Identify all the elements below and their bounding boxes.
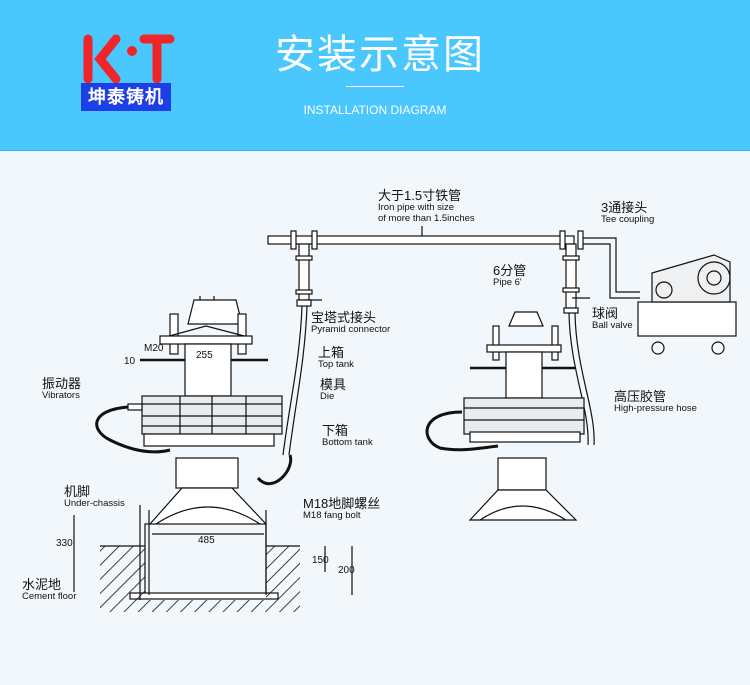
label-bottom-tank: 下箱 Bottom tank bbox=[322, 423, 373, 448]
right-drop-pipe bbox=[562, 243, 595, 446]
dim-pit-depth: 200 bbox=[338, 565, 355, 576]
header-banner: 坤泰铸机 安装示意图 INSTALLATION DIAGRAM bbox=[0, 0, 750, 151]
dim-plate-thickness: 10 bbox=[124, 356, 136, 367]
label-pyramid-connector: 宝塔式接头 Pyramid connector bbox=[311, 310, 391, 335]
label-iron-pipe: 大于1.5寸铁管 Iron pipe with size of more tha… bbox=[378, 188, 475, 224]
dim-base-width: 485 bbox=[198, 535, 215, 546]
label-under-chassis: 机脚 Under-chassis bbox=[64, 484, 125, 509]
title-divider bbox=[346, 86, 404, 87]
kt-logo-icon bbox=[83, 34, 175, 84]
iron-pipe bbox=[267, 226, 584, 250]
label-high-pressure-hose: 高压胶管 High-pressure hose bbox=[614, 389, 697, 414]
left-vibrator-cable bbox=[95, 405, 171, 454]
left-machine bbox=[95, 296, 293, 525]
pump bbox=[637, 254, 737, 355]
label-cement-floor: 水泥地 Cement floor bbox=[22, 577, 77, 602]
foundation bbox=[73, 505, 353, 612]
pump-feed-pipe bbox=[583, 237, 640, 293]
page-title: 安装示意图 bbox=[275, 33, 485, 77]
label-ball-valve: 球阀 Ball valve bbox=[592, 306, 633, 331]
left-drop-pipe bbox=[282, 243, 322, 456]
dim-bolt: M20 bbox=[144, 343, 164, 354]
dim-pit-upper: 150 bbox=[312, 555, 329, 566]
label-fang-bolt: M18地脚螺丝 M18 fang bolt bbox=[303, 496, 381, 521]
label-top-tank: 上箱 Top tank bbox=[318, 345, 354, 370]
label-die: 模具 Die bbox=[320, 377, 347, 402]
installation-diagram bbox=[73, 226, 737, 612]
label-pipe6: 6分管 Pipe 6' bbox=[493, 263, 527, 288]
right-machine bbox=[425, 311, 585, 521]
page-subtitle: INSTALLATION DIAGRAM bbox=[303, 103, 447, 117]
label-tee-coupling: 3通接头 Tee coupling bbox=[601, 200, 655, 225]
dim-bolt-spacing: 255 bbox=[196, 350, 213, 361]
dim-chassis-height: 330 bbox=[56, 538, 73, 549]
label-vibrators: 振动器 Vibrators bbox=[42, 376, 82, 401]
brand-name: 坤泰铸机 bbox=[81, 83, 171, 111]
